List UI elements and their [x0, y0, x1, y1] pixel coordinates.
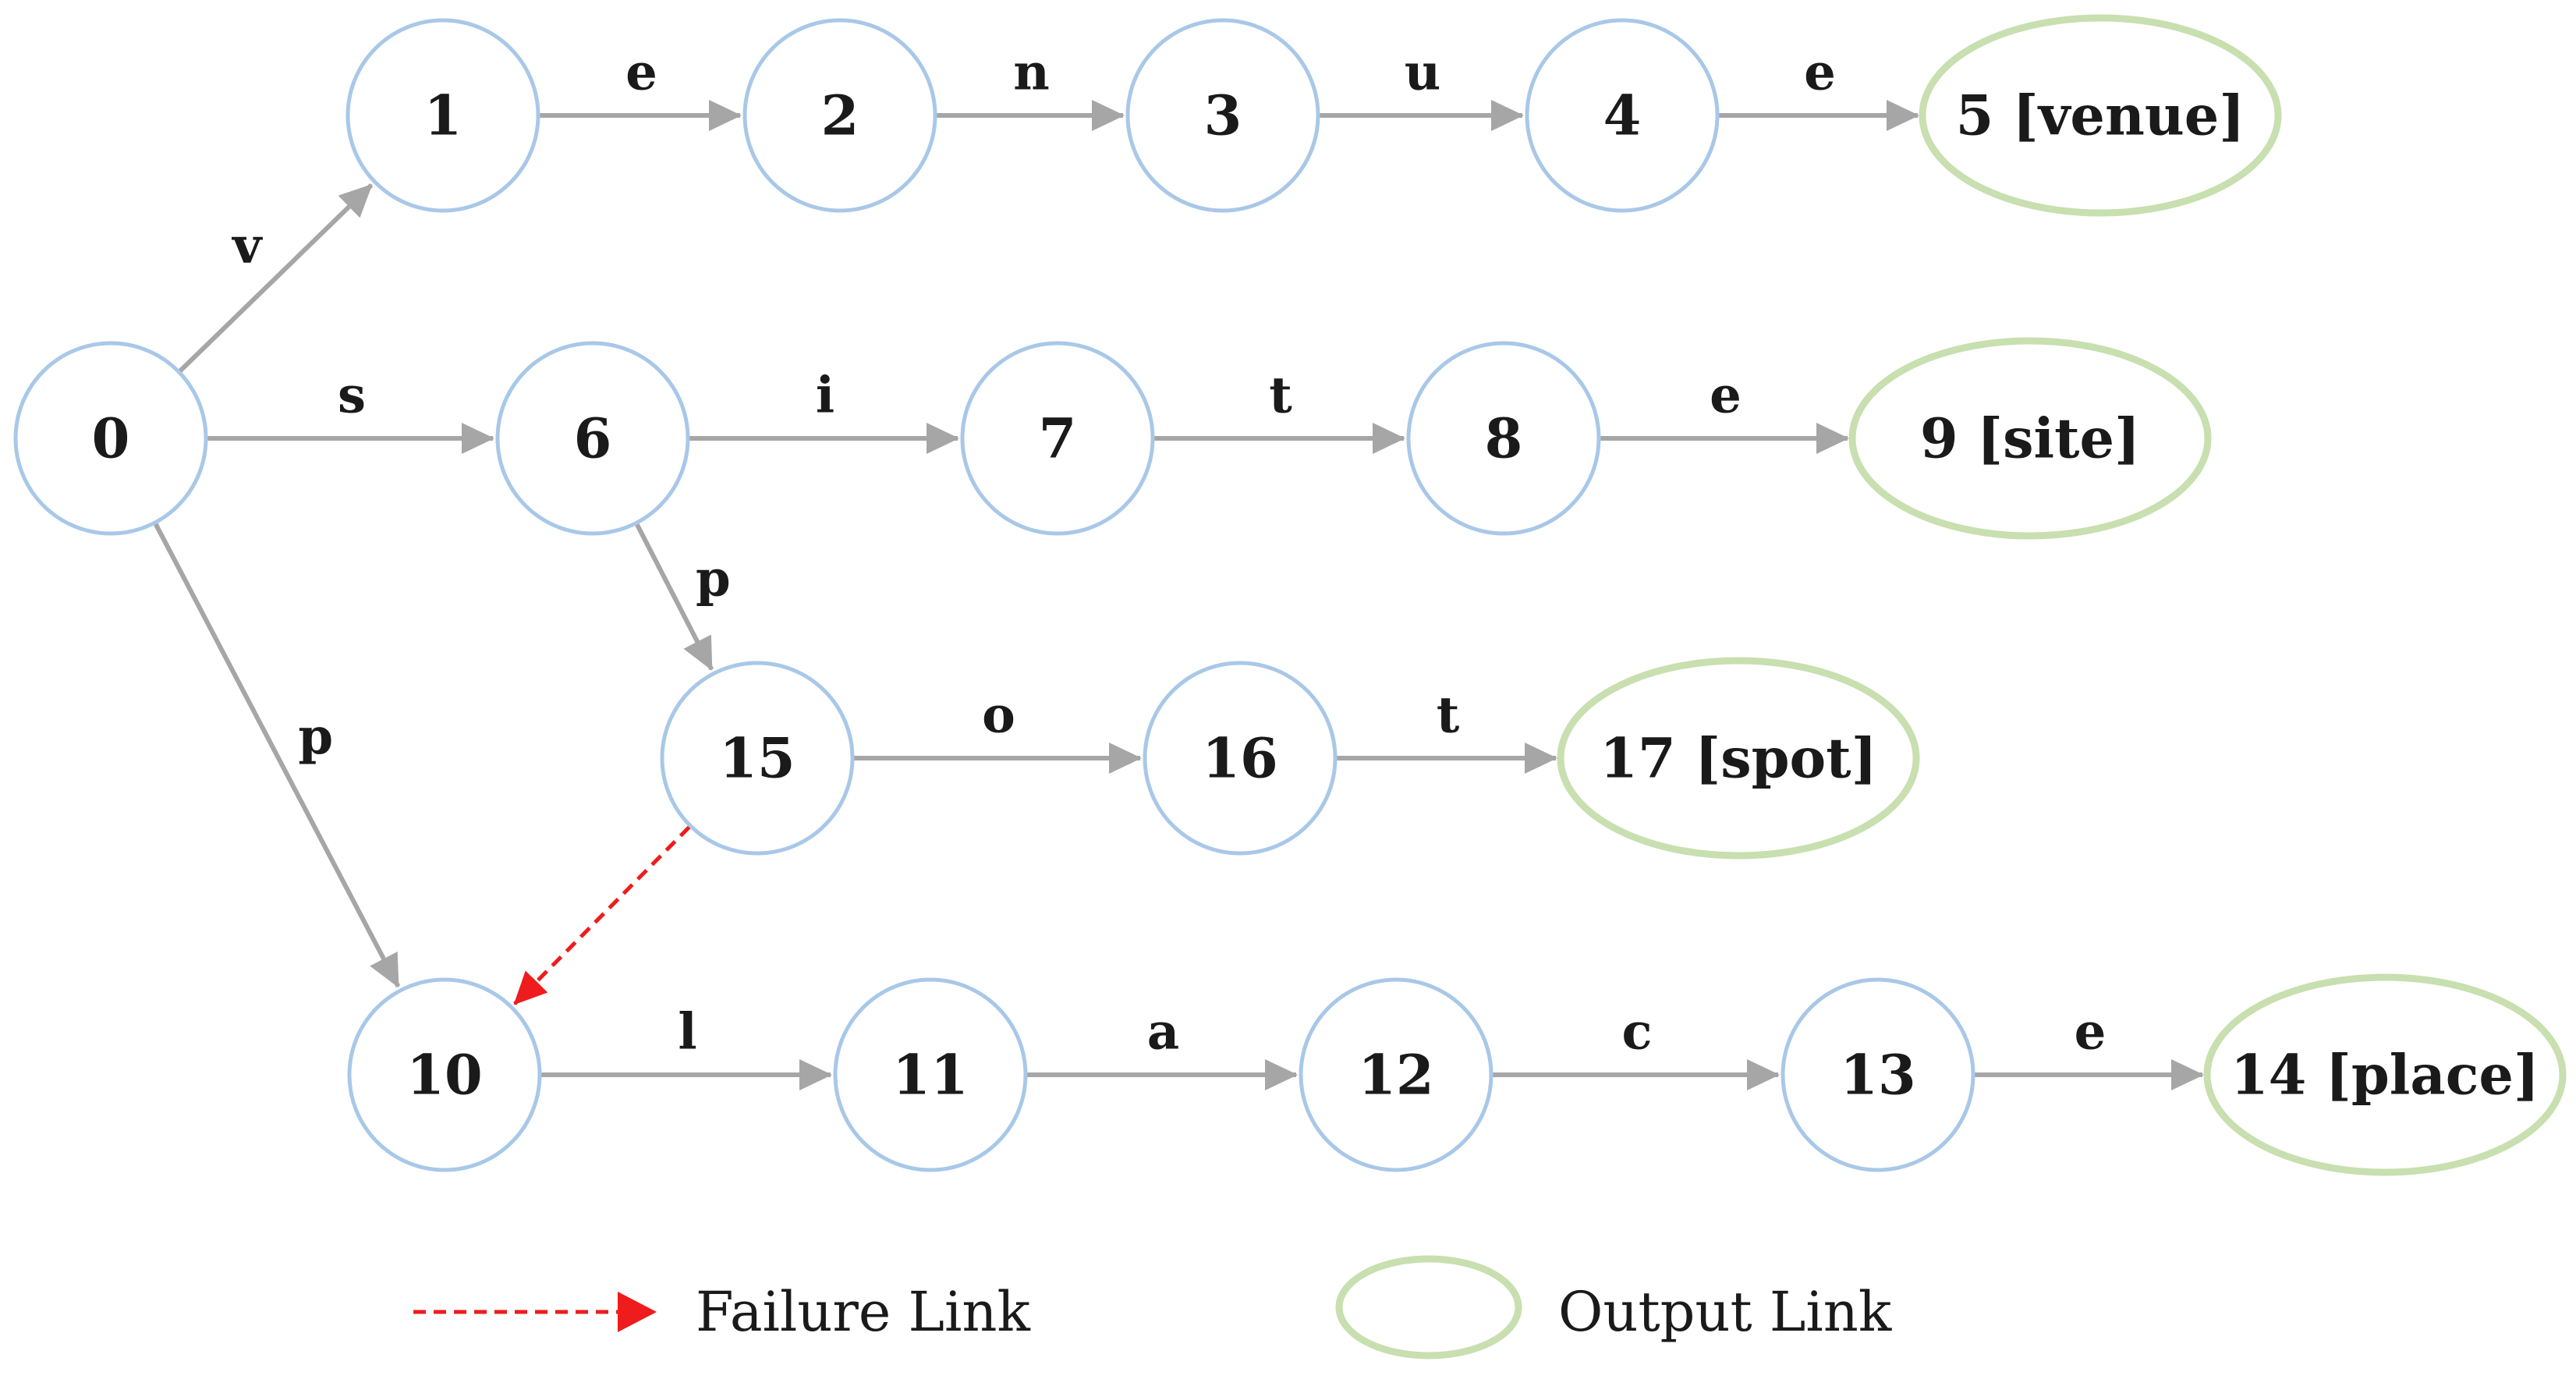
- state-node-7: 7: [960, 341, 1155, 536]
- state-node-4: 4: [1525, 18, 1720, 213]
- state-node-1: 1: [345, 18, 540, 213]
- output-ellipse: [1848, 337, 2212, 540]
- legend-output-ellipse: [1335, 1255, 1522, 1360]
- node-label: 8: [1485, 406, 1523, 471]
- edge-label-13-to-14: e: [2075, 1003, 2107, 1062]
- edge-label-6-to-15: p: [696, 549, 731, 608]
- state-circle: [1525, 18, 1720, 213]
- node-label: 12: [1358, 1043, 1433, 1108]
- state-node-3: 3: [1125, 18, 1320, 213]
- output-ellipse: [2203, 973, 2567, 1176]
- node-label: 15: [719, 726, 795, 791]
- node-label: 0: [92, 406, 130, 471]
- state-node-15: 15: [660, 661, 855, 856]
- legend-failure-label: Failure Link: [696, 1280, 1031, 1344]
- state-node-13: 13: [1781, 977, 1975, 1172]
- node-label: 9 [site]: [1920, 406, 2140, 471]
- failure-link-15-to-10: [513, 825, 691, 1005]
- edge-0-to-1: [178, 183, 374, 373]
- edges-layer: v e n u e s i t e p o t p l a c e: [153, 44, 2204, 1090]
- legend: Failure Link Output Link: [413, 1255, 1892, 1360]
- state-node-0: 0: [13, 341, 208, 536]
- state-circle: [495, 341, 690, 536]
- state-node-10: 10: [347, 977, 542, 1172]
- output-ellipse: [1557, 657, 1920, 860]
- node-label: 16: [1202, 726, 1277, 791]
- node-label: 14 [place]: [2231, 1043, 2539, 1108]
- edge-label-16-to-17: t: [1437, 686, 1460, 745]
- state-circle: [833, 977, 1028, 1172]
- node-label: 13: [1840, 1043, 1915, 1108]
- edge-label-0-to-1: v: [231, 217, 263, 275]
- state-node-8: 8: [1406, 341, 1601, 536]
- state-node-11: 11: [833, 977, 1028, 1172]
- edge-label-2-to-3: n: [1013, 44, 1050, 102]
- state-circle: [742, 18, 937, 213]
- edge-label-4-to-5: e: [1804, 44, 1836, 102]
- state-node-12: 12: [1299, 977, 1494, 1172]
- state-circle: [1299, 977, 1494, 1172]
- state-circle: [1125, 18, 1320, 213]
- legend-output-label: Output Link: [1558, 1280, 1892, 1344]
- state-circle: [1781, 977, 1975, 1172]
- edge-label-7-to-8: t: [1269, 367, 1292, 425]
- state-circle: [660, 661, 855, 856]
- state-circle: [345, 18, 540, 213]
- edge-6-to-15: [635, 523, 714, 671]
- node-label: 5 [venue]: [1956, 83, 2245, 148]
- output-state-17: 17 [spot]: [1557, 657, 1920, 860]
- edge-label-6-to-7: i: [816, 367, 834, 425]
- node-label: 3: [1204, 83, 1242, 148]
- state-circle: [347, 977, 542, 1172]
- edge-label-1-to-2: e: [625, 44, 657, 102]
- state-circle: [960, 341, 1155, 536]
- edge-0-to-10: [153, 523, 401, 988]
- legend-failure-arrowhead: [618, 1292, 657, 1332]
- state-node-6: 6: [495, 341, 690, 536]
- edge-label-10-to-11: l: [678, 1003, 696, 1062]
- node-label: 1: [424, 83, 462, 148]
- node-label: 11: [892, 1043, 968, 1108]
- state-circle: [1406, 341, 1601, 536]
- node-label: 6: [574, 406, 612, 471]
- edge-label-8-to-9: e: [1710, 367, 1742, 425]
- edge-label-15-to-16: o: [982, 686, 1015, 745]
- output-state-14: 14 [place]: [2203, 973, 2567, 1176]
- state-circle: [1143, 661, 1338, 856]
- output-state-9: 9 [site]: [1848, 337, 2212, 540]
- output-ellipse: [1919, 14, 2282, 217]
- node-label: 17 [spot]: [1600, 726, 1876, 791]
- state-node-2: 2: [742, 18, 937, 213]
- node-label: 10: [406, 1043, 482, 1108]
- edge-label-0-to-10: p: [298, 707, 333, 766]
- node-label: 4: [1603, 83, 1642, 148]
- state-circle: [13, 341, 208, 536]
- node-label: 7: [1039, 406, 1077, 471]
- state-node-16: 16: [1143, 661, 1338, 856]
- edge-label-0-to-6: s: [338, 367, 366, 425]
- node-label: 2: [821, 83, 859, 148]
- edge-label-12-to-13: c: [1622, 1003, 1653, 1062]
- edge-label-3-to-4: u: [1405, 44, 1441, 102]
- edge-label-11-to-12: a: [1147, 1003, 1179, 1062]
- output-state-5: 5 [venue]: [1919, 14, 2282, 217]
